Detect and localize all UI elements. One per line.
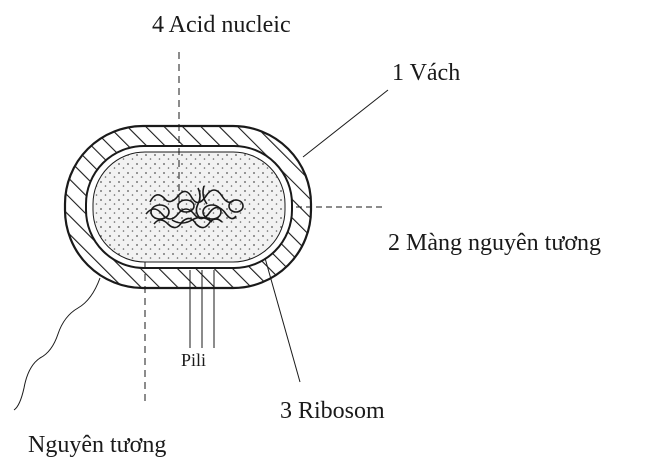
label-acid-nucleic: 4 Acid nucleic [152, 12, 291, 38]
label-vach: 1 Vách [392, 60, 460, 86]
label-ribosom: 3 Ribosom [280, 398, 385, 424]
label-nguyen-tuong: Nguyên tương [28, 432, 166, 458]
cytoplasm [93, 152, 285, 262]
label-pili: Pili [181, 350, 206, 370]
label-mang-nguyen-tuong: 2 Màng nguyên tương [388, 230, 601, 256]
